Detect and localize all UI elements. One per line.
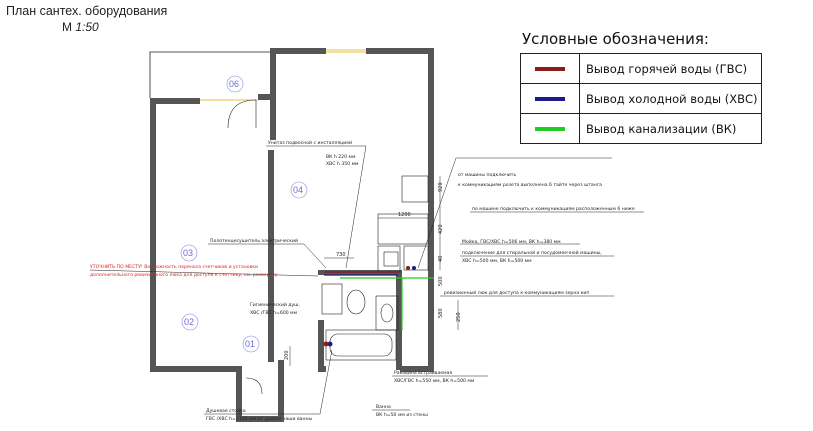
legend-title: Условные обозначения: [522,30,709,48]
dimension-labels: 730 1200 920 420 40 250 200 580 500 [284,182,462,360]
legend-row-cold: Вывод холодной воды (ХВС) [521,84,761,114]
note-towel: Полотенцесушитель электрический [210,237,298,244]
sink-cabinet [401,175,429,203]
note-warn2: дополнительного ревизионного люка для до… [90,273,278,278]
door-swing [227,99,257,129]
dim-250: 250 [456,312,462,322]
legend-swatch-sewer [535,126,565,131]
dim-580: 580 [438,308,444,318]
legend-table: Вывод горячей воды (ГВС) Вывод холодной … [520,53,762,144]
note-to-comm: к коммуникациям розета выполнена 6 тайте… [458,181,602,188]
scale-value: 1:50 [75,20,99,34]
washbasin-box [375,295,399,331]
note-hatch: ревизионный люк для доступа к коммуникац… [444,289,589,296]
kitchen-sink-box [383,251,399,267]
room-02: 02 [184,317,194,327]
bathtub [325,329,397,361]
windows [200,49,366,101]
note-bath2: ВК h=50 мм из стены [376,412,428,418]
note-shower2: ХВС /ГВС h=600 мм [250,310,298,316]
scale-prefix: М [62,20,72,34]
dim-730: 730 [336,252,346,258]
plan-title: План сантех. оборудования [6,4,168,18]
note-bath: Ванна [376,404,391,410]
legend-swatch-hot [535,66,565,71]
legend-label-sewer: Вывод канализации (ВК) [586,121,737,136]
balcony-outline [149,51,270,98]
note-bk-h: ВК h 220 мм [326,154,356,160]
note-shower-cabin2: ГВС /ХВС h=1100 мм от уровня чаши ванны [206,416,312,422]
annotations: Унитаз подвесной с инсталляцией ВК h 220… [90,139,635,422]
note-dishwasher: подключение для стиральной и посудомоечн… [462,249,602,256]
note-washbasin2: ХВС/ГВС h=550 мм, ВК h=500 мм [394,378,475,384]
shower-hot-outlet [323,341,329,347]
note-sink: Мойка, ГВС/ХВС h=506 мм, ВК h=380 мм [462,238,561,245]
dim-920: 920 [438,182,444,192]
toilet-box [321,283,343,315]
legend-row-hot: Вывод горячей воды (ГВС) [521,54,761,84]
dim-1200: 1200 [398,212,411,218]
cold-outlet [412,266,416,270]
room-01: 01 [245,339,255,349]
hot-outlet [406,266,410,270]
pipes [324,271,434,330]
room-06: 06 [229,79,239,89]
note-warn: УТОЧНИТЬ ПО МЕСТУ! Возможность переноса … [90,264,258,270]
room-03: 03 [183,248,193,258]
dim-420: 420 [438,224,444,234]
plan-scale: М 1:50 [62,20,99,34]
note-wash-conn: по машине подключить к коммуникациям рас… [472,206,635,212]
legend-label-hot: Вывод горячей воды (ГВС) [586,61,748,76]
dim-500: 500 [438,276,444,286]
walls [150,48,434,422]
note-washbasin: Раковина встраиваемая [394,370,452,376]
entry-door-swing [245,377,263,395]
leader-lines [89,145,644,415]
bathtub-inner [329,333,393,357]
room-markers: 06 04 03 02 01 [180,75,308,353]
dim-200: 200 [284,350,290,360]
legend-row-sewer: Вывод канализации (ВК) [521,114,761,143]
room-04: 04 [293,185,303,195]
note-shower-cabin: Душевая стойка [206,407,246,414]
note-shower: Гигиенический душ, [250,301,300,308]
legend-swatch-cold [535,96,565,101]
shower-cold-outlet [327,341,333,347]
note-xvs-h: ХВС h 350 мм [326,161,359,167]
note-dishwasher2: ХВС h=500 мм, ВК h=500 мм [462,258,532,264]
legend-label-cold: Вывод холодной воды (ХВС) [586,91,758,106]
dimension-lines [289,176,459,366]
note-sink-feed: от машины подключить [458,173,516,178]
washbasin [380,303,394,323]
dim-40: 40 [438,256,444,262]
note-toilet: Унитаз подвесной с инсталляцией [268,139,352,146]
toilet-bowl [346,289,366,315]
